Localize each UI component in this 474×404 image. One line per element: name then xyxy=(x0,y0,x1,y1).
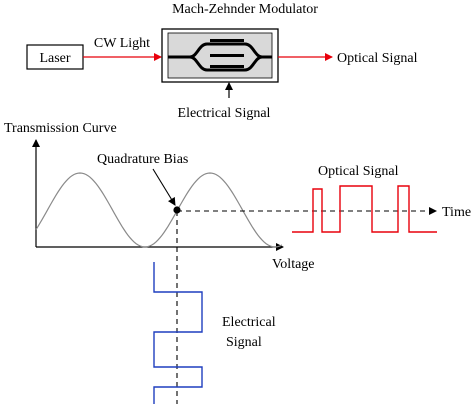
optical-output-waveform xyxy=(292,185,437,233)
bias-point xyxy=(173,206,181,214)
y-axis-label: Transmission Curve xyxy=(4,121,117,136)
quadrature-bias-label: Quadrature Bias xyxy=(97,152,188,167)
optical-output-label: Optical Signal xyxy=(337,51,418,66)
electrical-drive-waveform xyxy=(153,262,203,404)
time-label: Time xyxy=(442,205,471,220)
modulator-electrodes xyxy=(210,39,244,68)
waveguide-interferometer xyxy=(168,42,272,72)
bias-pointer xyxy=(152,168,176,206)
electrical-input-label: Electrical Signal xyxy=(178,106,271,121)
modulator-title: Mach-Zehnder Modulator xyxy=(172,2,318,17)
electrical-signal-label-line2: Signal xyxy=(226,335,262,350)
electrical-signal-label-line1: Electrical xyxy=(222,315,276,330)
transmission-curve xyxy=(35,172,283,248)
optical-signal-label: Optical Signal xyxy=(318,164,399,179)
modulator-box xyxy=(161,28,279,83)
cw-light-label: CW Light xyxy=(94,36,150,51)
laser-box xyxy=(26,44,84,70)
x-axis-label: Voltage xyxy=(272,257,315,272)
laser-label: Laser xyxy=(39,51,70,66)
